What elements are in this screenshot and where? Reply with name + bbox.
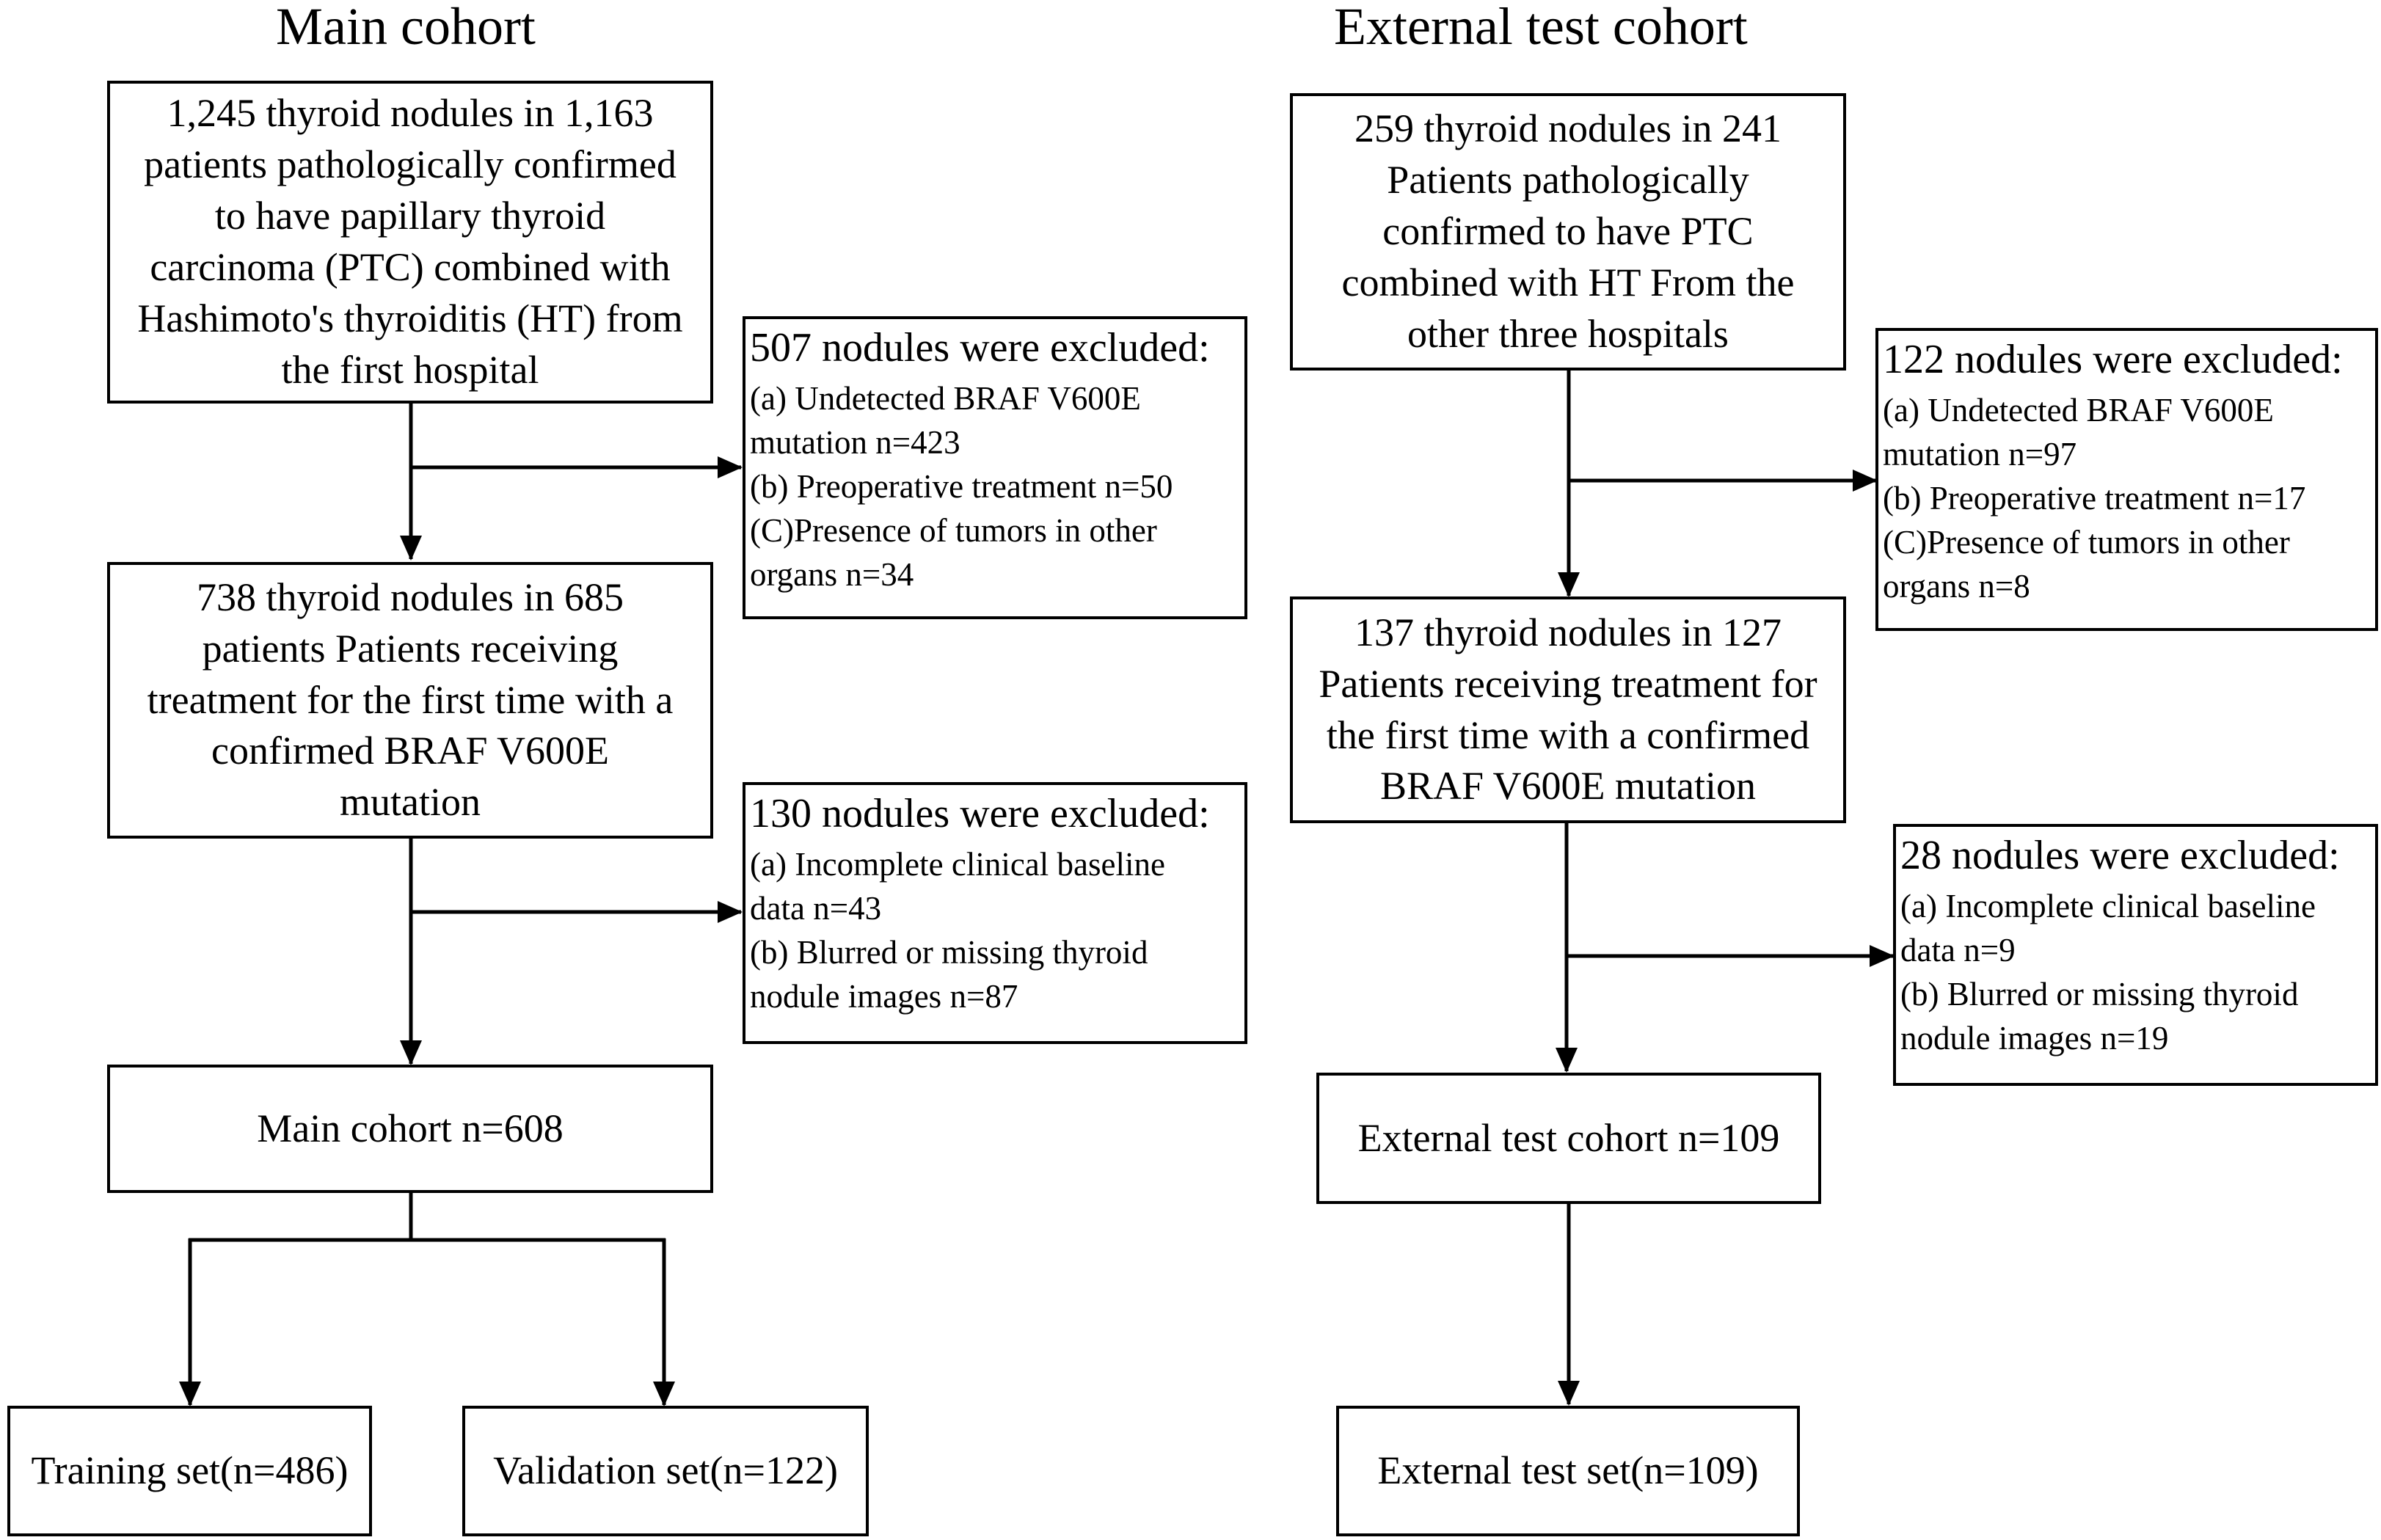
validation-set-label: Validation set(n=122) [493, 1448, 838, 1493]
box-line: BRAF V600E mutation [1379, 764, 1757, 809]
exclusion-line: (a) Undetected BRAF V600E [1883, 392, 2274, 429]
exclusion-line: organs n=8 [1883, 567, 2030, 605]
box-line: the first hospital [281, 347, 539, 392]
box-line: other three hospitals [1407, 311, 1729, 356]
exclusion-line: (a) Incomplete clinical baseline [1900, 888, 2316, 925]
box-line: Patients pathologically [1387, 158, 1749, 202]
exclusion-line: nodule images n=19 [1900, 1019, 2169, 1057]
box-line: 1,245 thyroid nodules in 1,163 [167, 91, 654, 136]
exclusion-line: organs n=34 [750, 555, 914, 593]
exclusion-line: (b) Blurred or missing thyroid [1900, 975, 2299, 1012]
box-line: mutation [340, 780, 481, 825]
external-test-set-box: External test set(n=109) [1336, 1406, 1800, 1536]
main-cohort-box: Main cohort n=608 [107, 1065, 713, 1193]
box-line: treatment for the first time with a [147, 677, 674, 722]
main-cohort-heading: Main cohort [276, 0, 536, 56]
exclusion-line: mutation n=423 [750, 424, 960, 461]
exclusion-line: data n=43 [750, 890, 882, 927]
exclusion-line: (a) Incomplete clinical baseline [750, 846, 1165, 883]
exclusion-line: (b) Blurred or missing thyroid [750, 933, 1148, 971]
external-exclusion-box-1: 122 nodules were excluded: (a) Undetecte… [1875, 328, 2378, 631]
box-line: Patients receiving treatment for [1319, 661, 1817, 706]
box-line: 137 thyroid nodules in 127 [1354, 610, 1782, 654]
exclusion-line: nodule images n=87 [750, 977, 1018, 1015]
exclusion-line: (a) Undetected BRAF V600E [750, 380, 1141, 417]
training-set-label: Training set(n=486) [31, 1448, 349, 1493]
external-cohort-heading: External test cohort [1334, 0, 1748, 56]
exclusion-title: 130 nodules were excluded: [750, 791, 1210, 836]
box-line: carcinoma (PTC) combined with [150, 245, 671, 289]
external-test-set-label: External test set(n=109) [1377, 1448, 1759, 1493]
main-exclusion-box-2: 130 nodules were excluded: (a) Incomplet… [743, 782, 1247, 1044]
exclusion-line: (C)Presence of tumors in other [1883, 523, 2290, 561]
validation-set-box: Validation set(n=122) [462, 1406, 869, 1536]
main-confirmed-mutation-box: 738 thyroid nodules in 685 patients Pati… [107, 562, 713, 839]
box-line: patients pathologically confirmed [144, 142, 677, 187]
external-exclusion-box-2: 28 nodules were excluded: (a) Incomplete… [1893, 824, 2378, 1086]
box-line: Hashimoto's thyroiditis (HT) from [137, 296, 683, 340]
main-cohort-count: Main cohort n=608 [257, 1106, 564, 1150]
exclusion-line: (C)Presence of tumors in other [750, 511, 1157, 549]
external-cohort-count: External test cohort n=109 [1357, 1115, 1780, 1160]
box-line: 738 thyroid nodules in 685 [197, 574, 624, 619]
box-line: combined with HT From the [1341, 260, 1795, 304]
box-line: patients Patients receiving [202, 626, 619, 671]
exclusion-line: data n=9 [1900, 932, 2016, 969]
exclusion-line: mutation n=97 [1883, 436, 2077, 473]
box-line: confirmed to have PTC [1382, 209, 1754, 254]
exclusion-title: 122 nodules were excluded: [1883, 337, 2343, 382]
box-line: the first time with a confirmed [1326, 712, 1810, 757]
box-line: confirmed BRAF V600E [211, 729, 609, 773]
exclusion-line: (b) Preoperative treatment n=50 [750, 467, 1173, 505]
exclusion-title: 507 nodules were excluded: [750, 325, 1210, 371]
main-initial-nodules-box: 1,245 thyroid nodules in 1,163 patients … [107, 81, 713, 404]
box-line: 259 thyroid nodules in 241 [1354, 106, 1782, 151]
exclusion-title: 28 nodules were excluded: [1900, 833, 2340, 878]
main-exclusion-box-1: 507 nodules were excluded: (a) Undetecte… [743, 316, 1247, 619]
external-cohort-box: External test cohort n=109 [1316, 1073, 1821, 1204]
box-line: to have papillary thyroid [214, 194, 606, 238]
training-set-box: Training set(n=486) [7, 1406, 372, 1536]
external-confirmed-mutation-box: 137 thyroid nodules in 127 Patients rece… [1290, 596, 1846, 823]
exclusion-line: (b) Preoperative treatment n=17 [1883, 479, 2306, 517]
external-initial-nodules-box: 259 thyroid nodules in 241 Patients path… [1290, 93, 1846, 371]
